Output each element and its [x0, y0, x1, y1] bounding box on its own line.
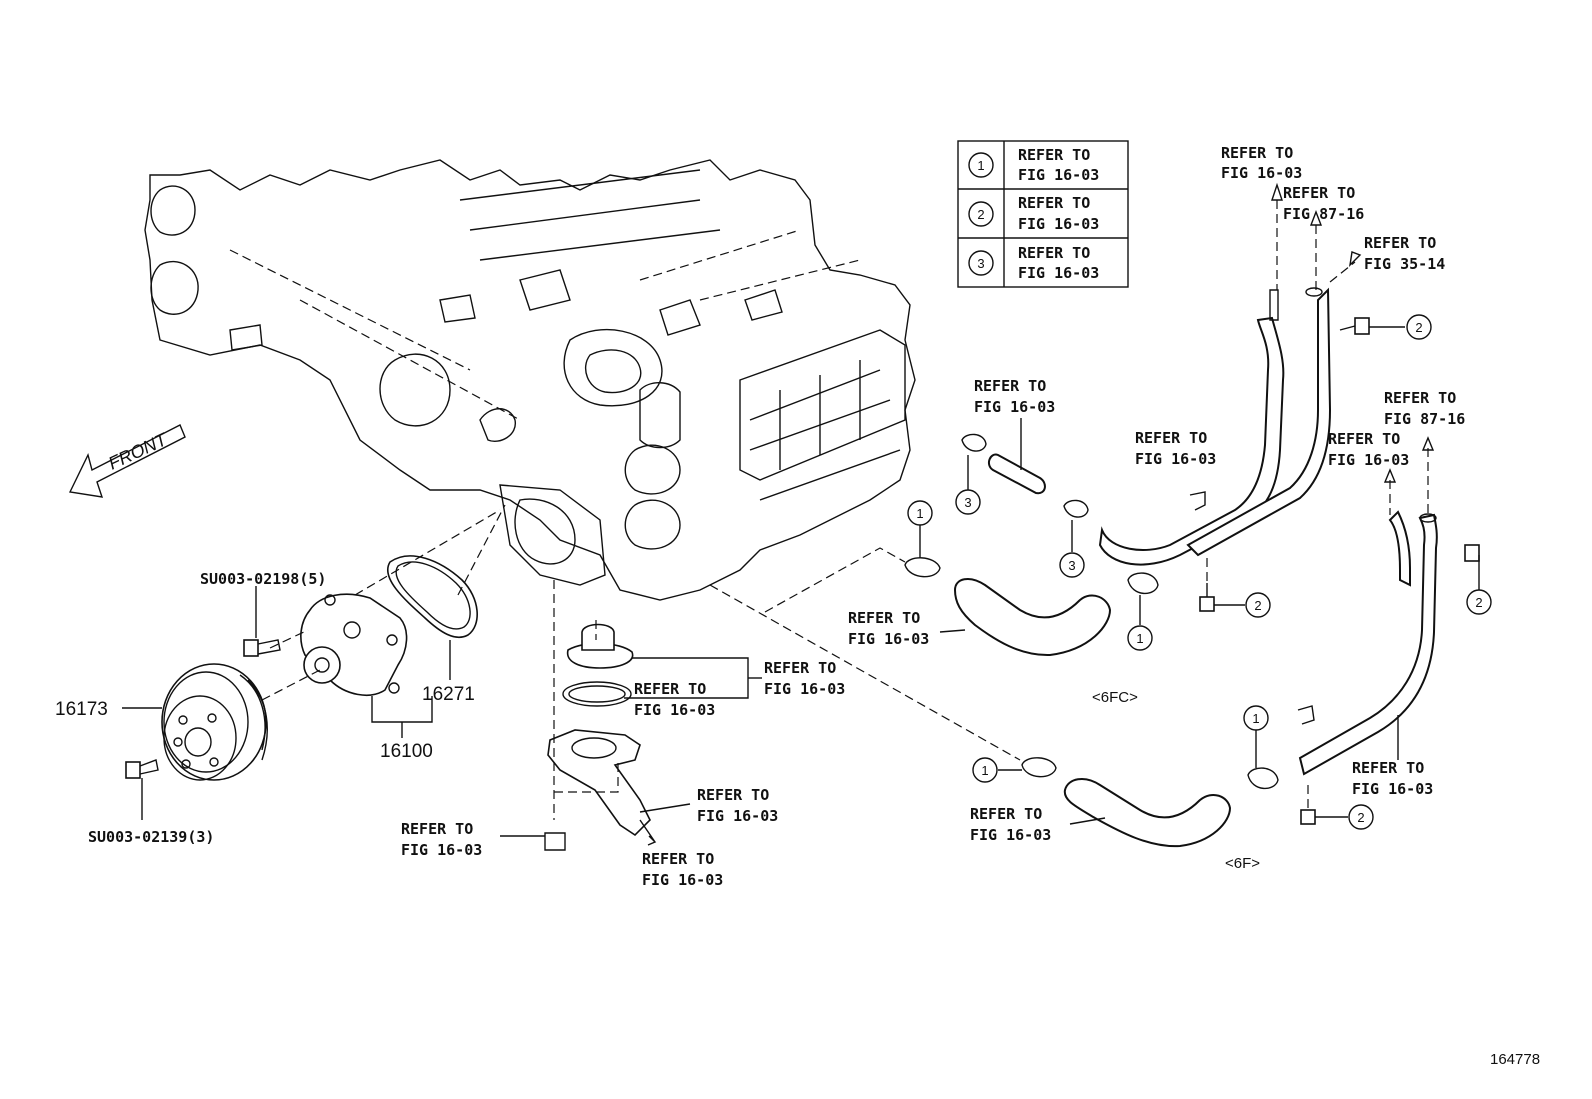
- hose-6f-drawing: [1063, 778, 1232, 848]
- variant-label-6f: <6F>: [1225, 855, 1260, 872]
- ref-short-hose-line1: REFER TO: [974, 377, 1046, 395]
- legend-row-3-line2: FIG 16-03: [1018, 264, 1099, 282]
- figure-id: 164778: [1490, 1051, 1540, 1068]
- ref-gasket-line2: FIG 16-03: [634, 701, 715, 719]
- callout-1-c: 1: [1252, 711, 1259, 726]
- ref-top-b-line1: REFER TO: [1283, 184, 1355, 202]
- ref-inlet-out-line1: REFER TO: [642, 850, 714, 868]
- ref-hose-6fc-line2: FIG 16-03: [848, 630, 929, 648]
- ref-right-a-line1: REFER TO: [1384, 389, 1456, 407]
- gasket-16271-drawing: [387, 555, 478, 639]
- ref-right-b-line2: FIG 16-03: [1328, 451, 1409, 469]
- ref-top-a-line2: FIG 16-03: [1221, 164, 1302, 182]
- ref-pipe-upper-line1: REFER TO: [1135, 429, 1207, 447]
- legend-row-2-line1: REFER TO: [1018, 194, 1090, 212]
- bolt-2d-drawing: [1300, 809, 1316, 825]
- front-indicator: FRONT: [68, 424, 186, 498]
- callout-markers: 2 3 3 1 1 2 2 1 1 2: [907, 314, 1492, 830]
- legend-row-2-number: 2: [977, 207, 984, 222]
- ref-top-c-line2: FIG 35-14: [1364, 255, 1445, 273]
- front-label: FRONT: [105, 428, 171, 473]
- callout-2-d: 2: [1357, 810, 1364, 825]
- reference-labels: REFER TO FIG 16-03 REFER TO FIG 87-16 RE…: [401, 144, 1465, 889]
- lower-pipe-drawing: [1298, 513, 1438, 776]
- variant-label-6fc: <6FC>: [1092, 689, 1138, 706]
- callout-2-b: 2: [1254, 598, 1261, 613]
- callout-2-c: 2: [1475, 595, 1482, 610]
- bolt-2c-drawing: [1464, 544, 1480, 562]
- thermostat-gasket-drawing: [562, 681, 632, 707]
- callout-2-a: 2: [1415, 320, 1422, 335]
- callout-1-a: 1: [916, 506, 923, 521]
- bolt-pulley-drawing: [125, 759, 159, 779]
- water-pump-assembly: 16173 16271 16100 SU003-02198(5) SU003-0…: [55, 504, 506, 846]
- ref-thermostat-line2: FIG 16-03: [764, 680, 845, 698]
- legend-row-3-line1: REFER TO: [1018, 244, 1090, 262]
- callout-3-b: 3: [1068, 558, 1075, 573]
- clamp-1c-drawing: [1021, 757, 1057, 778]
- part-number-bolt-pulley: SU003-02139(3): [88, 828, 214, 846]
- callout-3-a: 3: [964, 495, 971, 510]
- thermostat-inlet-assembly: [500, 580, 762, 851]
- ref-thermostat-line1: REFER TO: [764, 659, 836, 677]
- ref-right-b-line1: REFER TO: [1328, 430, 1400, 448]
- part-number-bolt-pump: SU003-02198(5): [200, 570, 326, 588]
- clamp-1b-drawing: [1127, 572, 1159, 595]
- ref-pipe-lower-line2: FIG 16-03: [1352, 780, 1433, 798]
- callout-1-d: 1: [981, 763, 988, 778]
- part-number-16100: 16100: [380, 741, 433, 762]
- part-number-16271: 16271: [422, 684, 475, 705]
- ref-inlet-line1: REFER TO: [697, 786, 769, 804]
- ref-gasket-line1: REFER TO: [634, 680, 706, 698]
- hose-6fc-drawing: [953, 578, 1112, 657]
- callout-1-b: 1: [1136, 631, 1143, 646]
- ref-pipe-upper-line2: FIG 16-03: [1135, 450, 1216, 468]
- engine-block-drawing: [144, 159, 916, 601]
- clamp-3b-drawing: [1063, 499, 1089, 518]
- legend-row-3-number: 3: [977, 256, 984, 271]
- ref-right-a-line2: FIG 87-16: [1384, 410, 1465, 428]
- ref-hose-6fc-line1: REFER TO: [848, 609, 920, 627]
- legend-row-1-line2: FIG 16-03: [1018, 166, 1099, 184]
- ref-short-hose-line2: FIG 16-03: [974, 398, 1055, 416]
- clamp-3a-drawing: [961, 433, 987, 452]
- legend-row-2-line2: FIG 16-03: [1018, 215, 1099, 233]
- clamp-1a-drawing: [904, 557, 941, 578]
- ref-inlet-bolt-line1: REFER TO: [401, 820, 473, 838]
- ref-top-c-line1: REFER TO: [1364, 234, 1436, 252]
- legend-row-1-number: 1: [977, 158, 984, 173]
- ref-top-a-line1: REFER TO: [1221, 144, 1293, 162]
- hoses-and-pipes: [709, 182, 1480, 848]
- upper-pipe-drawing: [1098, 316, 1285, 566]
- ref-hose-6f-line2: FIG 16-03: [970, 826, 1051, 844]
- bolt-pump-drawing: [243, 639, 281, 657]
- legend-row-1-line1: REFER TO: [1018, 146, 1090, 164]
- ref-inlet-bolt-line2: FIG 16-03: [401, 841, 482, 859]
- short-hose-drawing: [987, 453, 1046, 495]
- ref-inlet-out-line2: FIG 16-03: [642, 871, 723, 889]
- part-number-16173: 16173: [55, 699, 108, 720]
- ref-pipe-lower-line1: REFER TO: [1352, 759, 1424, 777]
- bolt-2a-drawing: [1339, 317, 1370, 335]
- ref-top-b-line2: FIG 87-16: [1283, 205, 1364, 223]
- legend-table: 1 REFER TO FIG 16-03 2 REFER TO FIG 16-0…: [957, 140, 1129, 288]
- clamp-1d-drawing: [1247, 767, 1279, 790]
- ref-hose-6f-line1: REFER TO: [970, 805, 1042, 823]
- bolt-2b-drawing: [1199, 583, 1215, 612]
- water-inlet-drawing: [547, 729, 651, 837]
- ref-inlet-line2: FIG 16-03: [697, 807, 778, 825]
